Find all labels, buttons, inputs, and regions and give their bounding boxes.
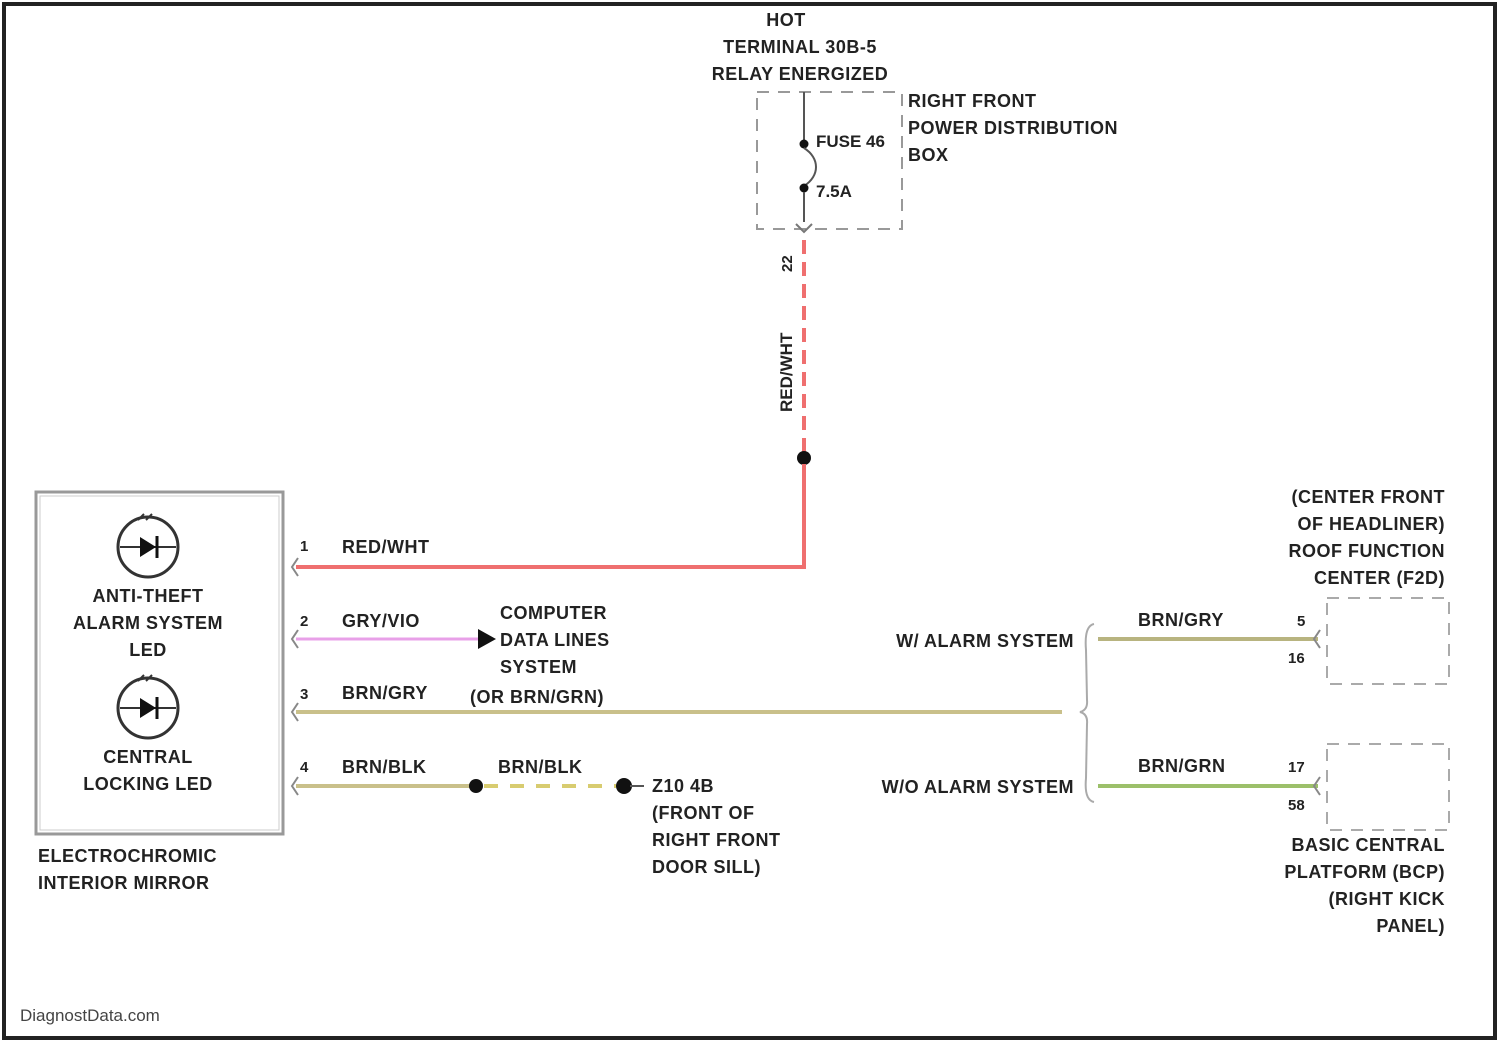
svg-text:HOT: HOT (766, 10, 806, 30)
wire-label-vertical: RED/WHT (777, 332, 796, 412)
svg-text:ALARM SYSTEM: ALARM SYSTEM (73, 613, 223, 633)
wire-3-alt: (OR BRN/GRN) (470, 687, 604, 707)
svg-text:(RIGHT KICK: (RIGHT KICK (1329, 889, 1446, 909)
svg-text:LOCKING LED: LOCKING LED (83, 774, 213, 794)
svg-text:COMPUTER: COMPUTER (500, 603, 607, 623)
central-locking-led-label: CENTRAL LOCKING LED (83, 747, 213, 794)
wire-3-pin: 3 (300, 686, 308, 703)
svg-text:BRN/GRN: BRN/GRN (1138, 756, 1226, 776)
ground-wire-color: BRN/BLK (498, 757, 583, 777)
wire-3: 3 BRN/GRY (OR BRN/GRN) (292, 683, 1062, 721)
wire-4: 4 BRN/BLK BRN/BLK (292, 757, 644, 795)
anti-theft-led-label: ANTI-THEFT ALARM SYSTEM LED (73, 586, 223, 660)
mirror-name-label: ELECTROCHROMIC INTERIOR MIRROR (38, 846, 217, 893)
basic-central-platform (1327, 744, 1449, 830)
watermark: DiagnostData.com (20, 1006, 160, 1025)
power-distribution-box (757, 92, 902, 229)
svg-text:17: 17 (1288, 759, 1305, 776)
svg-text:RIGHT FRONT: RIGHT FRONT (908, 91, 1037, 111)
svg-text:OF HEADLINER): OF HEADLINER) (1298, 514, 1446, 534)
svg-text:5: 5 (1297, 613, 1305, 630)
svg-text:DOOR SILL): DOOR SILL) (652, 857, 761, 877)
svg-text:INTERIOR MIRROR: INTERIOR MIRROR (38, 873, 210, 893)
svg-text:POWER DISTRIBUTION: POWER DISTRIBUTION (908, 118, 1118, 138)
anti-theft-led-icon (118, 514, 178, 577)
fuse-name: FUSE 46 (816, 132, 885, 151)
wire-1-pin: 1 (300, 538, 308, 555)
svg-text:16: 16 (1288, 650, 1305, 667)
svg-text:TERMINAL 30B-5: TERMINAL 30B-5 (723, 37, 877, 57)
wire-3-color: BRN/GRY (342, 683, 428, 703)
roof-function-center (1327, 598, 1449, 684)
wire-brn-gry-to-rfc: BRN/GRY 5 16 (1098, 610, 1320, 667)
wire-2: 2 GRY/VIO (292, 611, 496, 649)
svg-text:ANTI-THEFT: ANTI-THEFT (93, 586, 204, 606)
splice-top (797, 451, 811, 465)
fuse-46: FUSE 46 7.5A (796, 92, 885, 232)
hot-label: HOT TERMINAL 30B-5 RELAY ENERGIZED (712, 10, 889, 84)
with-alarm-label: W/ ALARM SYSTEM (896, 631, 1074, 651)
svg-text:RELAY ENERGIZED: RELAY ENERGIZED (712, 64, 889, 84)
svg-text:BRN/GRY: BRN/GRY (1138, 610, 1224, 630)
wire-1: 1 RED/WHT (292, 537, 806, 576)
svg-text:RIGHT FRONT: RIGHT FRONT (652, 830, 781, 850)
svg-text:(FRONT OF: (FRONT OF (652, 803, 754, 823)
diagram-frame (4, 4, 1495, 1038)
basic-central-platform-label: BASIC CENTRAL PLATFORM (BCP) (RIGHT KICK… (1284, 835, 1445, 936)
svg-text:SYSTEM: SYSTEM (500, 657, 577, 677)
wire-4-color: BRN/BLK (342, 757, 427, 777)
without-alarm-label: W/O ALARM SYSTEM (882, 777, 1074, 797)
svg-text:CENTER (F2D): CENTER (F2D) (1314, 568, 1445, 588)
svg-text:58: 58 (1288, 797, 1305, 814)
option-brace (1080, 624, 1094, 802)
svg-text:PANEL): PANEL) (1376, 916, 1445, 936)
svg-text:Z10 4B: Z10 4B (652, 776, 714, 796)
svg-text:CENTRAL: CENTRAL (103, 747, 193, 767)
roof-function-center-label: (CENTER FRONT OF HEADLINER) ROOF FUNCTIO… (1289, 487, 1446, 588)
wire-2-pin: 2 (300, 613, 308, 630)
svg-text:PLATFORM (BCP): PLATFORM (BCP) (1284, 862, 1445, 882)
wire-2-color: GRY/VIO (342, 611, 420, 631)
wire-brn-grn-to-bcp: BRN/GRN 17 58 (1098, 756, 1320, 814)
svg-text:BASIC CENTRAL: BASIC CENTRAL (1292, 835, 1446, 855)
ground-icon (616, 778, 632, 794)
wire-4-pin: 4 (300, 759, 309, 776)
svg-text:ELECTROCHROMIC: ELECTROCHROMIC (38, 846, 217, 866)
svg-text:ROOF FUNCTION: ROOF FUNCTION (1289, 541, 1446, 561)
svg-text:LED: LED (129, 640, 167, 660)
connector-22: 22 (779, 255, 796, 272)
svg-text:BOX: BOX (908, 145, 949, 165)
fuse-rating: 7.5A (816, 182, 852, 201)
ground-label: Z10 4B (FRONT OF RIGHT FRONT DOOR SILL) (652, 776, 781, 877)
wire-1-color: RED/WHT (342, 537, 430, 557)
svg-text:(CENTER FRONT: (CENTER FRONT (1292, 487, 1446, 507)
power-distribution-box-label: RIGHT FRONT POWER DISTRIBUTION BOX (908, 91, 1118, 165)
svg-text:DATA LINES: DATA LINES (500, 630, 610, 650)
central-locking-led-icon (118, 675, 178, 738)
computer-data-lines-label: COMPUTER DATA LINES SYSTEM (500, 603, 610, 677)
arrow-icon (478, 629, 496, 649)
